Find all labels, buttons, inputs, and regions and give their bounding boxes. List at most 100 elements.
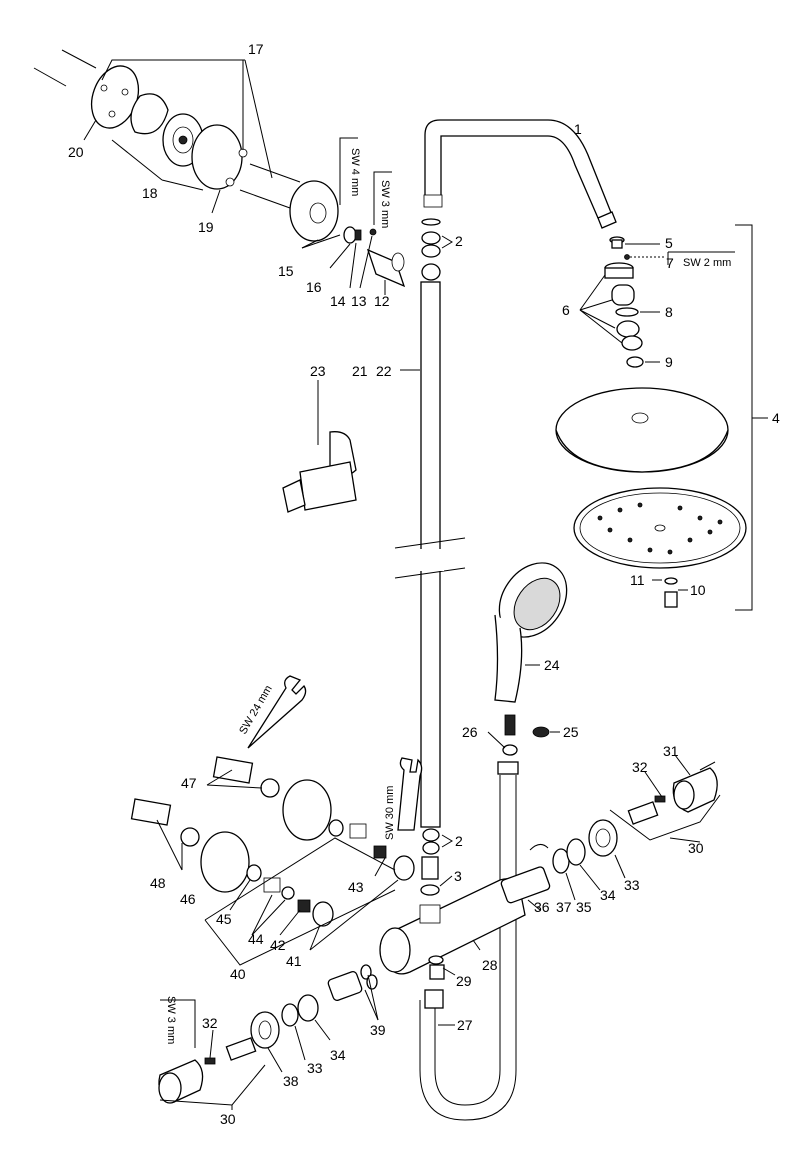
label-23: 23 (310, 363, 326, 379)
label-41: 41 (286, 953, 302, 969)
sw-2mm-label: SW 2 mm (683, 257, 731, 269)
handle-30-left (158, 1059, 204, 1104)
label-43: 43 (348, 879, 364, 895)
label-30b: 30 (688, 840, 704, 856)
washers-45 (246, 819, 344, 882)
label-27: 27 (457, 1017, 473, 1033)
label-9: 9 (665, 354, 673, 370)
ball-joint-6 (604, 262, 643, 351)
label-33a: 33 (307, 1060, 323, 1076)
label-16: 16 (306, 279, 322, 295)
label-1: 1 (574, 121, 582, 137)
bracket-30-left (159, 1064, 266, 1110)
ring-34-left (297, 994, 319, 1022)
sw-3mm-bottom-label: SW 3 mm (165, 996, 177, 1044)
label-10: 10 (690, 582, 706, 598)
label-15: 15 (278, 263, 294, 279)
cover-46 (200, 779, 332, 893)
label-37: 37 (556, 899, 572, 915)
gasket-18 (130, 93, 169, 135)
screws-17 (225, 148, 301, 209)
label-21: 21 (352, 363, 368, 379)
label-4: 4 (772, 410, 780, 426)
shower-hose-27 (419, 761, 519, 1121)
label-29: 29 (456, 973, 472, 989)
label-25: 25 (563, 724, 579, 740)
hex-key-3mm-icon (373, 171, 392, 225)
label-39: 39 (370, 1022, 386, 1038)
sw-30mm-label: SW 30 mm (384, 786, 396, 840)
spindle-adapter (627, 801, 659, 825)
wrench-30mm-icon (397, 757, 423, 831)
nut-5 (609, 236, 625, 249)
screw-32-right (654, 795, 666, 803)
label-28: 28 (482, 957, 498, 973)
unions-41 (312, 855, 415, 927)
label-47: 47 (181, 775, 197, 791)
label-36: 36 (534, 899, 550, 915)
cover-rosette-15 (289, 180, 339, 242)
nozzles-pattern (597, 502, 723, 555)
hex-key-4mm-icon (339, 137, 358, 205)
screw-32-left (204, 1057, 216, 1065)
stop-ring-33 (588, 819, 618, 857)
overhead-shower-top (555, 387, 729, 473)
label-40: 40 (230, 966, 246, 982)
ring-33-left (281, 1003, 299, 1027)
hex-key-3mm-left-icon (160, 999, 196, 1048)
bracket-30-right (609, 794, 721, 843)
label-48: 48 (150, 875, 166, 891)
filters-42 (297, 845, 387, 913)
handle-31 (672, 761, 718, 813)
o-ring-19 (191, 124, 243, 190)
label-33c: 33 (624, 877, 640, 893)
thermo-cartridge-36-37 (500, 844, 551, 904)
seal-29 (428, 955, 445, 980)
label-5: 5 (665, 235, 673, 251)
label-34a: 34 (330, 1047, 346, 1063)
label-26: 26 (462, 724, 478, 740)
o-ring-8 (615, 307, 639, 317)
label-20: 20 (68, 144, 84, 160)
connector-3 (420, 856, 440, 896)
label-45: 45 (216, 911, 232, 927)
flow-restrictor-26 (502, 714, 518, 756)
label-22: 22 (376, 363, 392, 379)
check-valves-44 (263, 823, 367, 900)
spindle-left (225, 1037, 257, 1061)
holder-12 (366, 248, 406, 288)
label-11: 11 (630, 572, 645, 588)
seal-25 (532, 726, 550, 738)
label-12: 12 (374, 293, 390, 309)
label-32b: 32 (632, 759, 648, 775)
sw-4mm-label: SW 4 mm (349, 148, 361, 196)
overhead-shower-plate (573, 487, 747, 569)
o-rings-2-top (421, 218, 441, 281)
label-19: 19 (198, 219, 214, 235)
grub-13 (369, 228, 377, 236)
label-8: 8 (665, 304, 673, 320)
bracket-4 (735, 224, 768, 611)
shower-arm-1 (423, 119, 617, 229)
label-38: 38 (283, 1073, 299, 1089)
label-3: 3 (454, 868, 462, 884)
hand-shower-24 (494, 562, 568, 703)
label-17: 17 (248, 41, 264, 57)
s-union-47 (130, 756, 254, 826)
label-7: 7 (666, 255, 674, 271)
label-35: 35 (576, 899, 592, 915)
o-rings-2-bottom (422, 828, 440, 855)
label-42: 42 (270, 937, 286, 953)
screw-7 (624, 254, 630, 260)
label-24: 24 (544, 657, 560, 673)
stop-ring-38 (250, 1011, 280, 1049)
screw-14 (354, 229, 362, 241)
label-44: 44 (248, 931, 264, 947)
washer-9 (626, 356, 644, 368)
part-labels: 17 20 18 19 15 16 14 13 12 1 2 21 22 23 … (68, 41, 780, 1127)
seal-10 (664, 577, 678, 585)
ring-34 (566, 838, 586, 866)
o-ring-16 (343, 226, 357, 244)
label-2b: 2 (455, 833, 463, 849)
